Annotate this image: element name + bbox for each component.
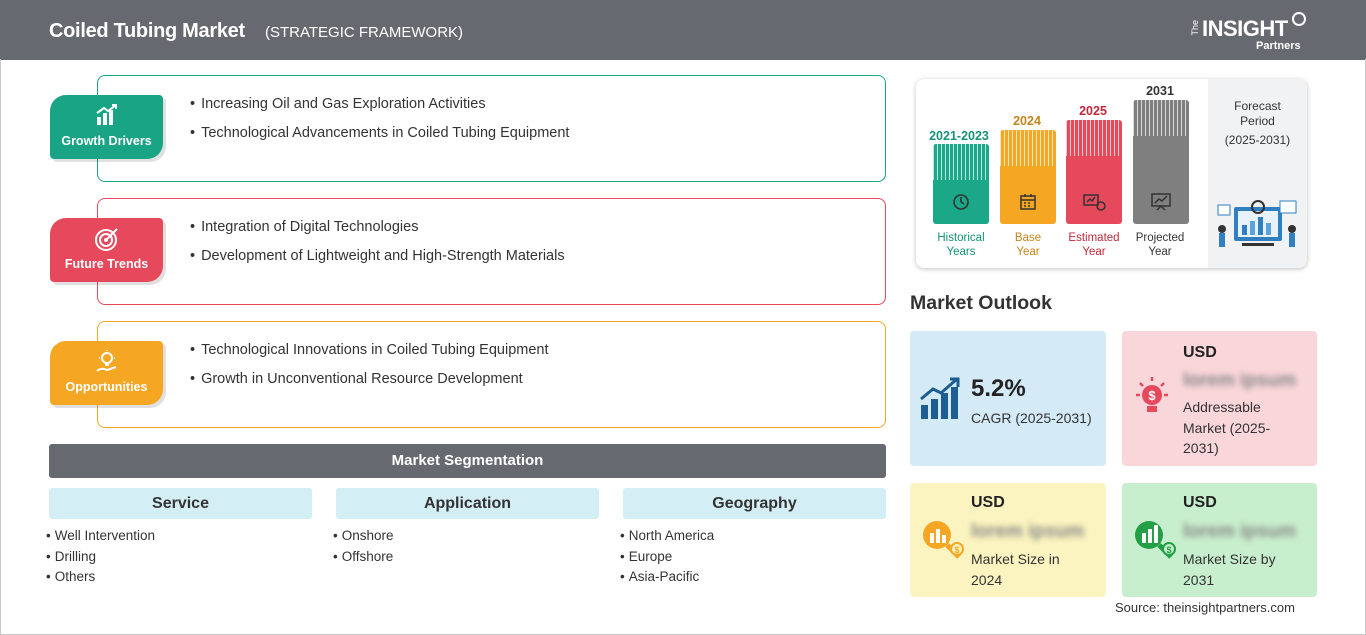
list-item: Others — [46, 567, 155, 588]
page-title: Coiled Tubing Market — [49, 20, 245, 42]
lightbulb-hand-icon — [94, 349, 120, 375]
timeline-card: Forecast Period (2025-2031) 2021-2023 Hi… — [916, 79, 1307, 268]
segment-list-service: Well Intervention Drilling Others — [46, 526, 155, 588]
list-item: Technological Advancements in Coiled Tub… — [190, 125, 569, 141]
svg-text:$: $ — [954, 545, 959, 555]
lightbulb-dollar-icon: $ — [1136, 377, 1168, 412]
list-item: Increasing Oil and Gas Exploration Activ… — [190, 96, 569, 112]
growth-chart-icon — [94, 103, 120, 129]
opportunities-card: Technological Innovations in Coiled Tubi… — [97, 321, 886, 428]
future-trends-card: Integration of Digital Technologies Deve… — [97, 198, 886, 305]
opportunities-badge: Opportunities — [50, 341, 163, 405]
timeline-bar-historical — [933, 144, 989, 224]
target-icon — [94, 226, 120, 252]
timeline-year-historical: 2021-2023 — [929, 129, 989, 143]
timeline-year-base: 2024 — [1013, 114, 1041, 128]
growth-drivers-card: Increasing Oil and Gas Exploration Activ… — [97, 75, 886, 182]
growth-drivers-badge: Growth Drivers — [50, 95, 163, 159]
list-item: Technological Innovations in Coiled Tubi… — [190, 342, 548, 358]
list-item: Drilling — [46, 547, 155, 568]
segment-heading-geography: Geography — [623, 488, 886, 519]
timeline-year-estimated: 2025 — [1079, 104, 1107, 118]
list-item: Development of Lightweight and High-Stre… — [190, 248, 565, 264]
segment-heading-application: Application — [336, 488, 599, 519]
timeline-year-projected: 2031 — [1146, 84, 1174, 98]
timeline-bar-estimated — [1066, 120, 1122, 224]
list-item: Well Intervention — [46, 526, 155, 547]
header-bar: Coiled Tubing Market (STRATEGIC FRAMEWOR… — [0, 0, 1366, 60]
list-item: Growth in Unconventional Resource Develo… — [190, 371, 549, 387]
size-2024-currency: USD — [971, 494, 1005, 511]
addressable-value: lorem ipsum — [1183, 370, 1296, 391]
analytics-illustration-icon — [1217, 200, 1297, 247]
svg-text:$: $ — [1148, 388, 1156, 403]
history-icon — [953, 194, 969, 210]
forecast-period-panel: Forecast Period (2025-2031) — [1208, 79, 1307, 268]
future-trends-badge: Future Trends — [50, 218, 163, 282]
cagr-value: 5.2% — [971, 375, 1026, 402]
segment-list-geography: North America Europe Asia-Pacific — [620, 526, 715, 588]
calendar-icon — [1020, 194, 1036, 210]
list-item: Europe — [620, 547, 714, 568]
estimate-icon — [1083, 194, 1106, 211]
market-size-growth-icon: $ — [1135, 521, 1176, 559]
market-size-magnifier-icon: $ — [923, 521, 964, 559]
list-item: Asia-Pacific — [620, 567, 714, 588]
cagr-box: 5.2% CAGR (2025-2031) — [910, 331, 1106, 466]
list-item: Integration of Digital Technologies — [190, 219, 565, 235]
insight-partners-logo[interactable]: The INSIGHT Partners — [1190, 10, 1310, 52]
svg-text:$: $ — [1166, 545, 1171, 555]
list-item: North America — [620, 526, 715, 547]
size-2024-value: lorem ipsum — [971, 521, 1084, 542]
cagr-label: CAGR (2025-2031) — [971, 410, 1092, 426]
addressable-currency: USD — [1183, 344, 1217, 361]
timeline-bar-base — [1000, 130, 1056, 224]
size-2031-value: lorem ipsum — [1183, 521, 1296, 542]
segment-heading-service: Service — [49, 488, 312, 519]
segment-list-application: Onshore Offshore — [333, 526, 394, 567]
list-item: Onshore — [333, 526, 394, 547]
timeline-bar-projected — [1133, 100, 1189, 224]
page-subtitle: (STRATEGIC FRAMEWORK) — [265, 24, 464, 41]
source-link[interactable]: Source: theinsightpartners.com — [1115, 600, 1295, 615]
projection-icon — [1151, 193, 1171, 211]
market-outlook-title: Market Outlook — [910, 292, 1052, 314]
size-2031-currency: USD — [1183, 494, 1217, 511]
growth-bar-chart-icon — [920, 377, 960, 419]
market-segmentation-bar: Market Segmentation — [49, 444, 886, 478]
list-item: Offshore — [333, 547, 394, 568]
